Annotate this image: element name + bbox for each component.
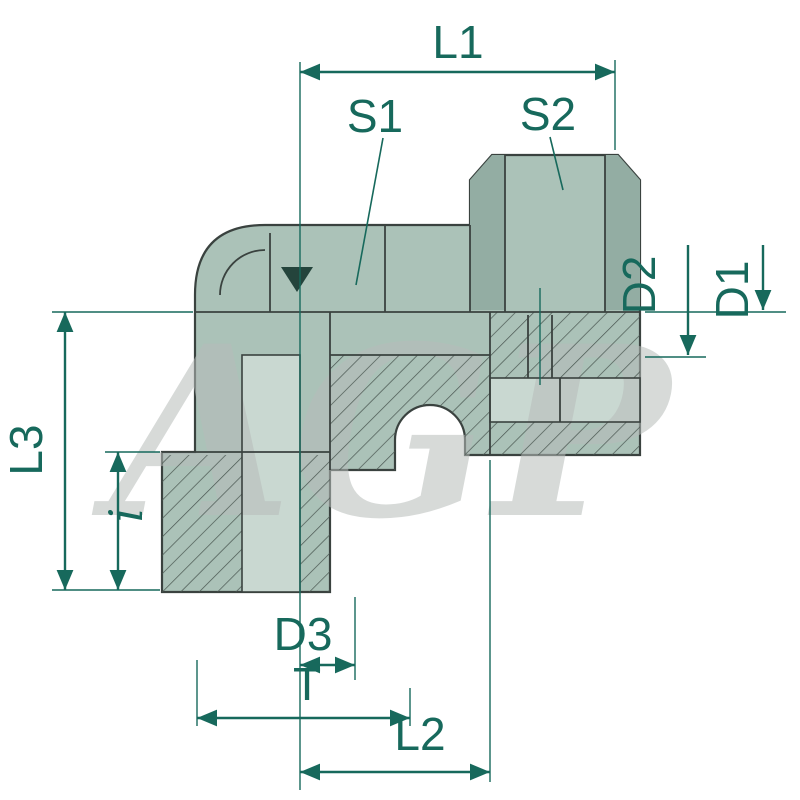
label-s1: S1 [347, 90, 403, 142]
hatch-bottom-stud-right [300, 455, 330, 592]
hatch-bottom-stud-left [162, 455, 242, 592]
label-d2: D2 [613, 256, 665, 315]
logo-mark-icon [281, 267, 313, 292]
leader-line-s1 [355, 137, 384, 286]
hatch-right-stud-upper [490, 312, 640, 378]
corner-inner-arc [219, 249, 266, 296]
vertical-port-bore [242, 355, 300, 592]
label-s2: S2 [520, 88, 576, 140]
label-l2: L2 [394, 708, 445, 760]
label-t: T [293, 658, 321, 710]
label-d1: D1 [706, 261, 758, 320]
dimension-lines [56, 63, 772, 781]
dimension-labels: L1 S1 S2 D2 D1 L3 i D3 T L2 [0, 16, 758, 760]
horizontal-bore-outline [489, 377, 641, 423]
label-l1: L1 [432, 16, 483, 68]
label-d3: D3 [274, 608, 333, 660]
hatch-right-stud-lower [490, 422, 640, 455]
body-detail-lines [162, 155, 641, 593]
label-i: i [99, 508, 153, 523]
leader-line-s2 [549, 136, 564, 191]
hatch-elbow-corner [330, 355, 490, 470]
section-hatching [162, 312, 640, 592]
hex-nut-shadow-right [605, 155, 640, 310]
label-l3: L3 [0, 424, 52, 475]
horizontal-port-bore [490, 378, 640, 422]
hex-nut-shadow-left [470, 155, 505, 310]
